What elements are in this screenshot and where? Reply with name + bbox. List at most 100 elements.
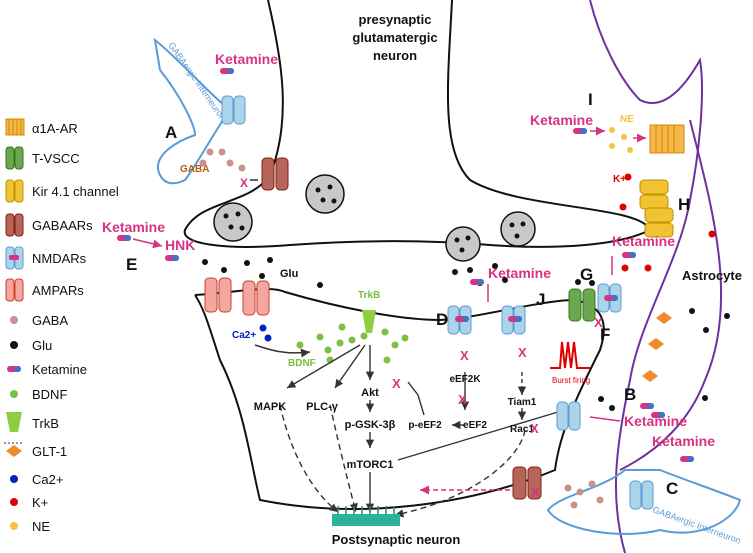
nmda-receptor-a bbox=[221, 95, 246, 125]
inhibit-b bbox=[589, 416, 621, 422]
nmda-receptor-c bbox=[629, 480, 654, 510]
gabaa-receptor-bottom bbox=[512, 466, 542, 500]
pathway-tiam1: Tiam1 bbox=[508, 397, 537, 408]
arrow-ca-bdnf bbox=[254, 344, 311, 358]
legend-label-k: K+ bbox=[32, 495, 48, 510]
bdnf-label: BDNF bbox=[288, 358, 316, 369]
ketamine-pill-icon bbox=[7, 366, 21, 372]
hnk-label: HNK bbox=[165, 237, 195, 253]
astrocyte-membrane bbox=[589, 0, 703, 553]
pathway-pgsk: p-GSK-3β bbox=[345, 419, 396, 431]
gaba-interneuron-bottom bbox=[546, 469, 742, 535]
ketamine-pill-e bbox=[117, 235, 131, 241]
vesicles bbox=[213, 174, 536, 262]
postsynaptic-membrane bbox=[194, 287, 605, 510]
gaba-dot-icon bbox=[10, 316, 18, 324]
postsynaptic-density bbox=[332, 506, 400, 526]
legend-label-bdnf: BDNF bbox=[32, 387, 67, 402]
glu-dot-icon bbox=[10, 341, 18, 349]
legend-label-trkb: TrkB bbox=[32, 416, 59, 431]
k-label: K+ bbox=[613, 174, 626, 185]
astrocyte-label: Astrocyte bbox=[682, 268, 742, 283]
glt1-transporters bbox=[642, 312, 672, 382]
glu-dots bbox=[202, 257, 730, 411]
nmda-receptor-b bbox=[556, 401, 581, 431]
legend-label-gaba: GABA bbox=[32, 313, 68, 328]
bdnf-dots bbox=[296, 323, 409, 364]
calcium-dot-icon bbox=[10, 475, 18, 483]
t-vscc-icon bbox=[5, 146, 24, 170]
legend: α1A-AR T-VSCC Kir 4.1 channel GABAARs NM… bbox=[4, 118, 119, 534]
legend-label-tvscc: T-VSCC bbox=[32, 151, 80, 166]
trkb-receptor bbox=[362, 310, 376, 333]
ketamine-pill-dj bbox=[470, 279, 484, 285]
x-mark-a: X bbox=[240, 176, 248, 190]
x-marks: X X X X X X X bbox=[392, 315, 603, 500]
panel-c: C bbox=[666, 479, 678, 498]
title-line2: glutamatergic bbox=[352, 30, 437, 45]
ketamine-pill-gtop bbox=[622, 252, 636, 258]
svg-text:X: X bbox=[392, 376, 401, 391]
k-dots bbox=[619, 173, 716, 272]
hnk-pill bbox=[165, 255, 179, 261]
legend-label-ampa: AMPARs bbox=[32, 283, 84, 298]
nmda-receptor-icon bbox=[5, 246, 24, 270]
svg-text:X: X bbox=[531, 485, 540, 500]
gaba-dots-bottom bbox=[564, 480, 604, 509]
ketamine-label-c: Ketamine bbox=[652, 433, 715, 449]
panel-f: F bbox=[600, 325, 610, 344]
astrocyte-process bbox=[619, 119, 723, 471]
ketamine-label-b: Ketamine bbox=[624, 413, 687, 429]
ketamine-pill-i bbox=[573, 128, 587, 134]
pathway-plc: PLC-γ bbox=[306, 401, 339, 413]
arrow-ketamine-hnk bbox=[132, 238, 163, 249]
svg-text:X: X bbox=[460, 348, 469, 363]
ketamine-pill-j bbox=[508, 316, 522, 322]
ketamine-pill-c bbox=[680, 456, 694, 462]
gaba-interneuron-top bbox=[153, 37, 232, 185]
trkb-icon bbox=[6, 412, 22, 432]
panel-b: B bbox=[624, 385, 636, 404]
t-vscc-channel bbox=[568, 288, 596, 322]
ampa-receptor-icon bbox=[5, 278, 24, 302]
gaba-interneuron-bottom-label: GABAergic Interneuron bbox=[651, 504, 742, 545]
title-line3: neuron bbox=[373, 48, 417, 63]
legend-label-nmda: NMDARs bbox=[32, 251, 87, 266]
legend-label-ca: Ca2+ bbox=[32, 472, 63, 487]
kir41-channel-icon bbox=[5, 179, 24, 203]
svg-text:X: X bbox=[530, 421, 539, 436]
postsynaptic-label: Postsynaptic neuron bbox=[332, 532, 461, 547]
gabaa-receptor-top bbox=[261, 157, 289, 191]
panel-d: D bbox=[436, 310, 448, 329]
svg-text:X: X bbox=[594, 315, 603, 330]
legend-label-ketamine: Ketamine bbox=[32, 362, 87, 377]
pathway-akt: Akt bbox=[361, 387, 379, 399]
ketamine-pill-a bbox=[220, 68, 234, 74]
pathway-mapk: MAPK bbox=[254, 401, 286, 413]
ca-dots bbox=[259, 324, 272, 342]
legend-label-gabaa: GABAARs bbox=[32, 218, 93, 233]
ketamine-label-i: Ketamine bbox=[530, 112, 593, 128]
potassium-dot-icon bbox=[10, 498, 18, 506]
gaba-label-top: GABA bbox=[180, 164, 209, 175]
ketamine-label-g: Ketamine bbox=[612, 233, 675, 249]
title-line1: presynaptic bbox=[359, 12, 432, 27]
panel-j: J bbox=[536, 290, 545, 309]
pathway-eef2: eEF2 bbox=[463, 420, 487, 431]
svg-text:X: X bbox=[518, 345, 527, 360]
panel-a: A bbox=[165, 123, 177, 142]
panel-e: E bbox=[126, 255, 137, 274]
pathway-mtorc1: mTORC1 bbox=[347, 459, 394, 471]
pathway-rac1: Rac1 bbox=[510, 424, 534, 435]
ketamine-label-e: Ketamine bbox=[102, 219, 165, 235]
gaba-dots-top bbox=[199, 148, 246, 172]
kir-channels bbox=[639, 179, 674, 238]
legend-label-glu: Glu bbox=[32, 338, 52, 353]
alpha1a-receptor-icon bbox=[5, 118, 25, 136]
legend-label-ne: NE bbox=[32, 519, 50, 534]
svg-text:X: X bbox=[458, 392, 467, 407]
pathway-arrows bbox=[279, 344, 559, 518]
panel-i: I bbox=[588, 90, 593, 109]
glt1-icon bbox=[4, 442, 24, 457]
